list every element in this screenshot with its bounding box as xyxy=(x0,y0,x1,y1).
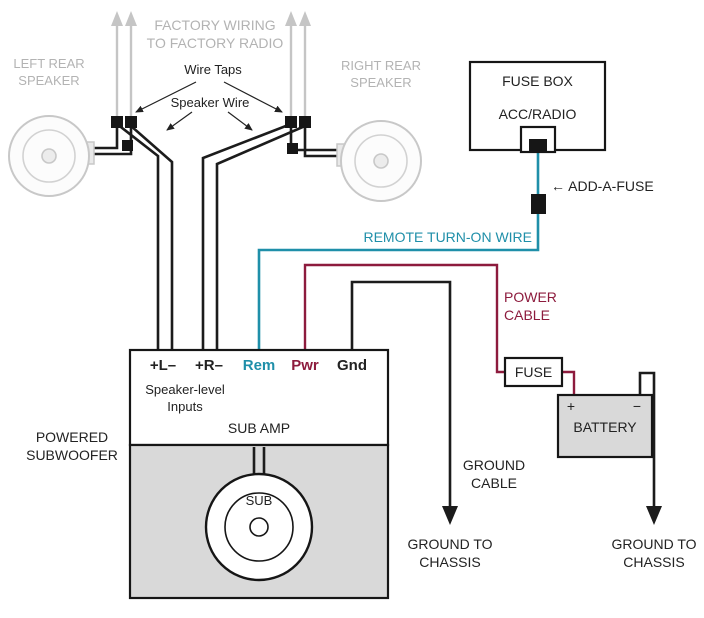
ground-to-chassis-left-label: GROUND TO CHASSIS xyxy=(407,536,493,571)
factory-wiring-lines xyxy=(111,11,311,118)
left-speaker-label: LEFT REAR SPEAKER xyxy=(13,56,85,88)
ground-cable-label: GROUND CABLE xyxy=(462,457,526,492)
speaker-wire-label: Speaker Wire xyxy=(170,95,250,110)
speaker-wires xyxy=(90,122,340,350)
amp-terminal-left-input: +L– xyxy=(149,357,177,374)
fuse-label: FUSE xyxy=(514,364,553,380)
factory-wiring-label: FACTORY WIRING TO FACTORY RADIO xyxy=(146,17,284,52)
speaker-level-inputs-label: Speaker-level Inputs xyxy=(145,382,225,414)
ground-wires xyxy=(350,280,662,525)
down-arrow-icon xyxy=(646,506,662,525)
up-arrow-icon xyxy=(111,11,123,26)
up-arrow-icon xyxy=(285,11,297,26)
ground-to-chassis-right-label: GROUND TO CHASSIS xyxy=(611,536,697,571)
inline-fuse-outline xyxy=(503,356,564,388)
up-arrow-icon xyxy=(299,11,311,26)
right-speaker-icon xyxy=(336,120,422,202)
add-a-fuse-holder xyxy=(531,194,546,214)
right-speaker-label: RIGHT REAR SPEAKER xyxy=(341,58,421,90)
add-a-fuse-label: ← ADD-A-FUSE xyxy=(551,178,654,194)
power-cable-wire xyxy=(303,263,576,397)
amp-terminal-ground: Gnd xyxy=(337,357,367,374)
remote-turn-on-label: REMOTE TURN-ON WIRE xyxy=(363,229,532,245)
sub-label: SUB xyxy=(245,493,273,508)
powered-subwoofer-label: POWERED SUBWOOFER xyxy=(26,429,118,464)
amp-terminal-power: Pwr xyxy=(291,357,319,374)
acc-radio-label: ACC/RADIO xyxy=(498,106,577,122)
amp-terminal-remote: Rem xyxy=(242,357,276,374)
battery-minus-terminal: − xyxy=(632,398,642,414)
down-arrow-icon xyxy=(442,506,458,525)
left-speaker-icon xyxy=(8,115,95,197)
sub-amp-label: SUB AMP xyxy=(227,420,291,436)
battery-label: BATTERY xyxy=(573,419,637,435)
fuse-box-title: FUSE BOX xyxy=(502,73,573,89)
amp-terminal-right-input: +R– xyxy=(195,357,223,374)
callout-arrows xyxy=(135,81,283,131)
up-arrow-icon xyxy=(125,11,137,26)
power-cable-label: POWER CABLE xyxy=(504,289,557,324)
battery-outline xyxy=(556,393,654,459)
subwoofer-icon xyxy=(204,447,314,582)
battery-plus-terminal: + xyxy=(566,398,576,414)
wire-taps-label: Wire Taps xyxy=(184,62,242,77)
acc-radio-terminal xyxy=(529,139,547,152)
wire-tap-connectors xyxy=(111,116,311,154)
